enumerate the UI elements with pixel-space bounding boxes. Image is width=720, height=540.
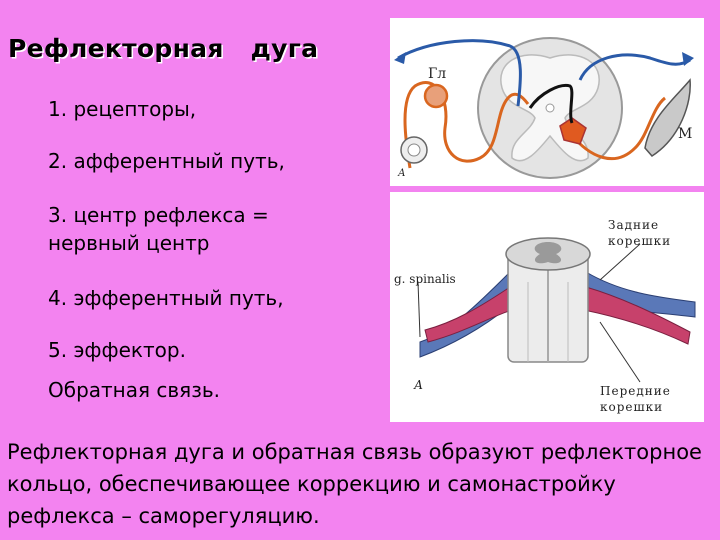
central-canal xyxy=(545,103,555,113)
list-item-reflex-center: 3. центр рефлекса = xyxy=(48,203,269,227)
list-item-nerve-center: нервный центр xyxy=(48,231,210,255)
anterior-pointer xyxy=(599,321,641,383)
list-item-receptors: 1. рецепторы, xyxy=(48,97,197,121)
label-posterior-roots-2: корешки xyxy=(608,234,672,248)
arrow-right-icon xyxy=(682,52,694,66)
afferent-path xyxy=(403,81,530,169)
reflex-arc-illustration xyxy=(394,37,694,179)
interneuron xyxy=(528,83,574,124)
label-posterior-roots-1: Задние xyxy=(608,218,660,232)
label-anterior-roots-2: корешки xyxy=(600,400,664,414)
slide-title: Рефлекторная дуга xyxy=(8,34,319,63)
list-item-afferent-path: 2. афферентный путь, xyxy=(48,149,285,173)
posterior-pointer xyxy=(599,243,641,281)
label-ganglion: Гл xyxy=(428,66,447,82)
muscle-effector xyxy=(644,78,691,157)
dorsal-roots-left xyxy=(424,286,513,343)
list-item-feedback: Обратная связь. xyxy=(48,378,220,402)
dorsal-roots-right xyxy=(583,286,691,345)
list-item-effector: 5. эффектор. xyxy=(48,338,186,362)
efferent-path xyxy=(568,96,667,161)
summary-paragraph: Рефлекторная дуга и обратная связь образ… xyxy=(7,440,702,528)
motor-neuron xyxy=(559,117,587,145)
spinal-ganglion xyxy=(423,83,449,109)
label-muscle: М xyxy=(678,126,693,142)
arrow-left-icon xyxy=(394,52,406,64)
label-anterior-roots-1: Передние xyxy=(600,384,671,398)
list-item-efferent-path: 4. эфферентный путь, xyxy=(48,286,284,310)
label-figure-a-top: А xyxy=(398,168,406,179)
label-figure-a-bottom: А xyxy=(414,378,424,392)
label-g-spinalis: g. spinalis xyxy=(394,272,456,286)
feedback-path xyxy=(397,39,522,107)
feedback-path-right xyxy=(578,53,691,81)
reflex-arc-figure: Гл М А xyxy=(390,18,704,186)
spinal-roots-illustration xyxy=(417,237,696,383)
spinalis-pointer xyxy=(417,281,421,338)
spinal-roots-figure: g. spinalis Задние корешки Передние коре… xyxy=(390,192,704,422)
